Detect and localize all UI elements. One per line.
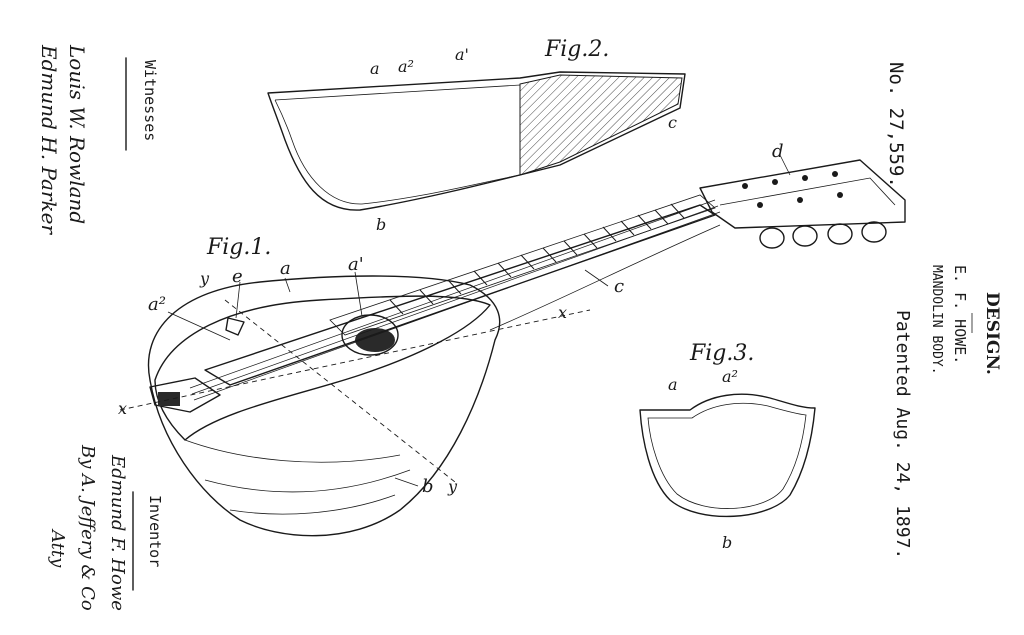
fig1-bowl-rib [184, 439, 401, 463]
fig2-inner-shell [274, 84, 521, 205]
fig1-label-a: a [280, 258, 291, 279]
design-heading: DESIGN. [982, 292, 1002, 375]
fig2-caption: Fig.2. [544, 37, 609, 62]
fig3-label-b: b [722, 533, 732, 552]
fig1-tailpiece-block [158, 392, 180, 406]
fig1-label-e: e [232, 266, 243, 287]
fig2-label-a1: a' [455, 45, 469, 64]
fig1-headstock [699, 159, 906, 229]
fig1-label-c: c [614, 276, 624, 297]
fig1-section-line-y [224, 299, 456, 483]
fig1-leader-e [235, 281, 241, 319]
fig1-leader-d [779, 154, 791, 176]
fig1-leader-c [584, 269, 609, 287]
fig1-bowl [147, 275, 501, 537]
fig1-label-a2: a² [148, 294, 166, 315]
patent-number: No. 27,559. [885, 62, 907, 188]
fig2-label-a: a [370, 59, 380, 78]
fig1-leader-a [284, 277, 291, 293]
fig1-strings [189, 199, 721, 401]
figure-2: Fig.2. a a² a' c b [267, 37, 686, 234]
fig1-leader-b [394, 477, 419, 487]
fig3-inner-shell [647, 402, 807, 509]
inventor-block: Inventor Edmund F. Howe By A. Jeffery & … [47, 444, 164, 611]
fig1-fingerboard [329, 194, 716, 336]
fig1-section-line-x [119, 309, 591, 411]
fig1-label-x-right: x [558, 303, 567, 322]
fig2-label-a2: a² [398, 57, 414, 76]
fig1-tuning-pegs [742, 171, 887, 249]
witnesses-block: Witnesses Louis W. Rowland Edmund H. Par… [37, 44, 159, 235]
fig1-label-y-top: y [199, 269, 210, 288]
fig1-sound-hole-shadow [355, 328, 395, 352]
inventor-signature: Edmund F. Howe [107, 454, 128, 611]
witness-1-signature: Louis W. Rowland [65, 44, 89, 224]
fig1-label-a1: a' [348, 254, 364, 275]
fig1-neck [204, 204, 716, 386]
fig1-leader-a2 [167, 311, 231, 341]
figure-3: Fig.3. a a² b [639, 341, 816, 552]
fig1-label-d: d [772, 141, 784, 162]
inventor-name-heading: E. F. HOWE. [951, 265, 969, 364]
design-title: MANDOLIN BODY. [929, 265, 944, 375]
fig1-label-b: b [422, 476, 434, 497]
fig1-label-x-left: x [118, 399, 127, 418]
attorney-line: By A. Jeffery & Co [77, 444, 98, 611]
patented-date: Patented Aug. 24, 1897. [892, 310, 913, 559]
fig1-soundboard [154, 295, 491, 441]
fig2-label-c: c [668, 113, 677, 132]
fig1-bowl-rib [229, 494, 396, 515]
fig1-label-y-bottom: y [447, 477, 458, 496]
witnesses-heading: Witnesses [141, 60, 159, 141]
fig2-neck-section [519, 74, 683, 176]
fig2-label-b: b [376, 215, 386, 234]
fig3-label-a2: a² [722, 367, 738, 386]
fig1-bowl-rib [204, 469, 411, 493]
figure-1: Fig.1. [118, 141, 906, 537]
fig3-label-a: a [668, 375, 678, 394]
fig3-caption: Fig.3. [689, 341, 754, 366]
fig2-outline [267, 71, 686, 211]
witness-2-signature: Edmund H. Parker [37, 44, 61, 235]
patent-header: No. 27,559. DESIGN. E. F. HOWE. MANDOLIN… [885, 62, 1002, 559]
fig1-leader-a1 [354, 271, 363, 317]
fig1-neck-back [489, 224, 721, 331]
inventor-heading: Inventor [146, 495, 164, 567]
fig1-bridge [225, 317, 245, 336]
attorney-signature: Atty [47, 528, 68, 568]
fig1-headstock-face [719, 177, 896, 206]
fig1-caption: Fig.1. [206, 235, 271, 260]
fig1-tailpiece [149, 377, 221, 413]
fig3-outline [639, 393, 816, 518]
